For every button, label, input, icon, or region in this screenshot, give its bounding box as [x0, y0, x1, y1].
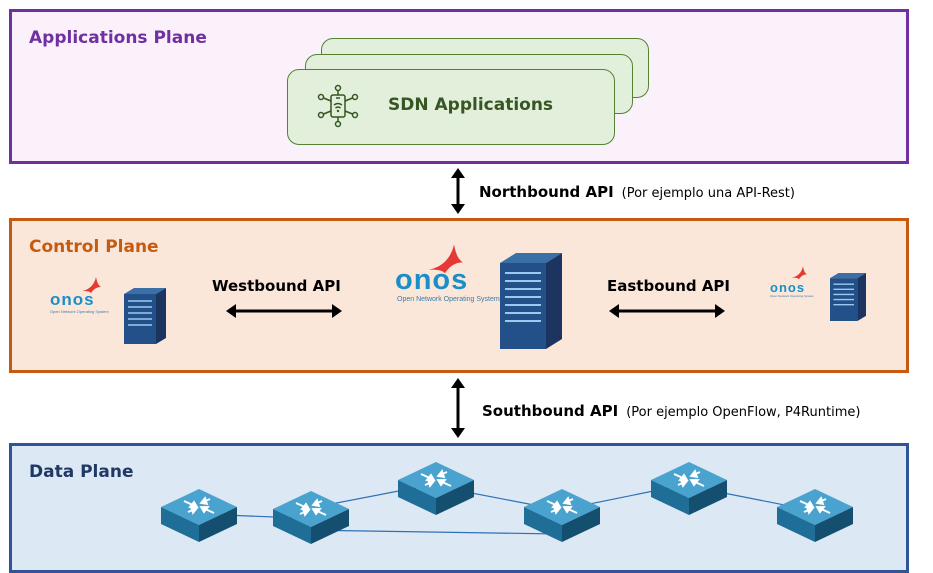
onos-logo-right: onos — [770, 280, 806, 295]
sdn-app-card-front[interactable]: SDN Applications — [287, 69, 615, 145]
eastbound-api-label: Eastbound API — [607, 276, 730, 295]
southbound-api-label: Southbound API (Por ejemplo OpenFlow, P4R… — [482, 401, 860, 420]
server-icon-right — [830, 273, 866, 321]
sdn-applications-label: SDN Applications — [388, 95, 554, 115]
westbound-arrow — [226, 304, 342, 318]
server-icon-center — [500, 253, 562, 349]
onos-subtitle-left: Open Network Operating System — [50, 309, 109, 314]
northbound-api-note: (Por ejemplo una API-Rest) — [621, 186, 795, 201]
southbound-api-note: (Por ejemplo OpenFlow, P4Runtime) — [626, 405, 861, 420]
network-switch-6 — [777, 489, 853, 542]
onos-logo-left: onos — [50, 290, 95, 309]
westbound-api-title: Westbound API — [212, 277, 341, 295]
onos-bird-logo-right — [791, 266, 807, 280]
eastbound-api-title: Eastbound API — [607, 277, 731, 295]
eastbound-arrow — [609, 304, 725, 318]
applications-plane-title: Applications Plane — [29, 28, 207, 48]
onos-subtitle-right: Open Network Operating System — [770, 294, 815, 298]
westbound-api-label: Westbound API — [212, 276, 341, 295]
southbound-api-title: Southbound API — [482, 402, 619, 420]
control-plane-title: Control Plane — [29, 237, 159, 257]
northbound-arrow — [451, 168, 465, 214]
onos-logo-center: onos — [395, 264, 469, 296]
network-switch-2 — [273, 491, 349, 544]
data-plane-title: Data Plane — [29, 462, 134, 482]
southbound-arrow — [451, 378, 465, 438]
northbound-api-label: Northbound API (Por ejemplo una API-Rest) — [479, 182, 795, 201]
network-switch-5 — [651, 462, 727, 515]
network-switch-3 — [398, 462, 474, 515]
onos-bird-logo-left — [82, 277, 101, 293]
northbound-api-title: Northbound API — [479, 183, 614, 201]
onos-bird-logo-center — [428, 244, 463, 274]
network-switch-1 — [161, 489, 237, 542]
network-switch-4 — [524, 489, 600, 542]
app-network-icon — [317, 84, 359, 128]
server-icon-left — [124, 288, 166, 344]
data-plane: Data Plane — [9, 443, 909, 573]
onos-subtitle-center: Open Network Operating System — [397, 296, 500, 303]
